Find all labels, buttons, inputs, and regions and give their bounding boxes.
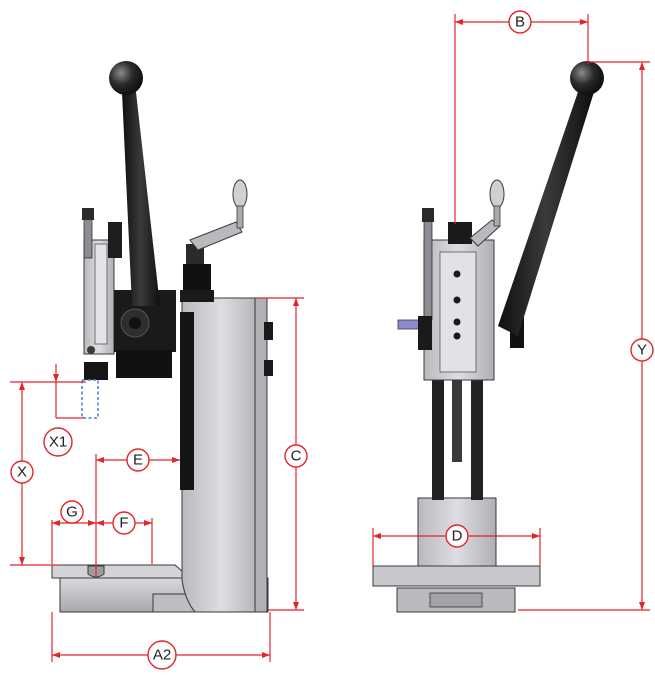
front-left-post	[432, 372, 444, 500]
side-view	[51, 61, 273, 613]
side-crank-base	[180, 290, 214, 302]
svg-text:F: F	[119, 515, 128, 532]
dimension-label-D: D	[445, 524, 469, 548]
dimension-label-X1: X1	[43, 427, 73, 457]
side-rear-bolt-2	[264, 360, 273, 376]
front-base-foot-slot	[429, 592, 483, 608]
svg-text:X1: X1	[49, 434, 67, 451]
side-crank-knob	[232, 179, 248, 209]
side-crank-arm	[189, 221, 243, 251]
side-small-screw	[87, 346, 95, 354]
front-view	[372, 61, 604, 613]
front-hole-2	[453, 296, 461, 304]
front-hole-1	[453, 270, 461, 278]
front-center-slide	[439, 251, 477, 373]
side-stop-rod	[83, 217, 93, 259]
side-tool-holder	[84, 362, 108, 380]
front-right-post	[471, 372, 483, 500]
svg-text:D: D	[452, 528, 463, 545]
side-head-plate	[94, 243, 108, 345]
svg-text:B: B	[515, 14, 525, 31]
side-crank-knob-stem	[236, 205, 244, 229]
svg-text:G: G	[66, 504, 78, 521]
side-work-table	[51, 564, 192, 579]
dimension-label-A2: A2	[147, 640, 177, 670]
side-stop-knob	[82, 208, 94, 220]
side-black-guide	[180, 312, 194, 490]
side-hidden-punch	[81, 379, 99, 419]
front-crank-knob-stem	[493, 205, 501, 227]
dimension-label-F: F	[112, 511, 136, 535]
side-rear-bolt-1	[264, 322, 273, 340]
dimension-label-G: G	[60, 500, 84, 524]
svg-text:X: X	[17, 464, 27, 481]
dimension-arrowheads	[19, 19, 645, 658]
svg-text:C: C	[291, 448, 302, 465]
front-crank-knob	[489, 179, 505, 209]
side-crank-post	[186, 244, 204, 268]
side-ram-foot	[116, 350, 172, 378]
side-lever-ball	[109, 61, 143, 95]
front-lever-ball	[570, 61, 604, 95]
side-c-frame	[181, 297, 263, 613]
side-column-back	[254, 297, 268, 613]
dimension-label-E: E	[126, 448, 150, 472]
front-work-table	[372, 565, 541, 587]
dimension-label-X: X	[10, 460, 34, 484]
side-collar	[108, 222, 122, 258]
svg-text:A2: A2	[153, 647, 171, 664]
side-lever-arm	[122, 92, 160, 306]
front-top-collar	[448, 222, 472, 244]
front-lever-arm	[498, 86, 594, 336]
front-left-knob	[422, 208, 434, 222]
front-lead-screw	[452, 362, 462, 462]
front-side-pin	[397, 319, 421, 330]
side-crank-collar	[183, 264, 211, 294]
dimension-label-C: C	[284, 444, 308, 468]
front-left-rod	[423, 219, 433, 321]
front-hole-4	[453, 332, 461, 340]
dimension-label-Y: Y	[630, 338, 654, 362]
svg-text:E: E	[133, 452, 143, 469]
front-hole-3	[453, 318, 461, 326]
front-side-block	[418, 316, 432, 350]
side-pivot-cap	[129, 317, 141, 329]
dimension-label-B: B	[508, 10, 532, 34]
svg-text:Y: Y	[637, 342, 647, 359]
